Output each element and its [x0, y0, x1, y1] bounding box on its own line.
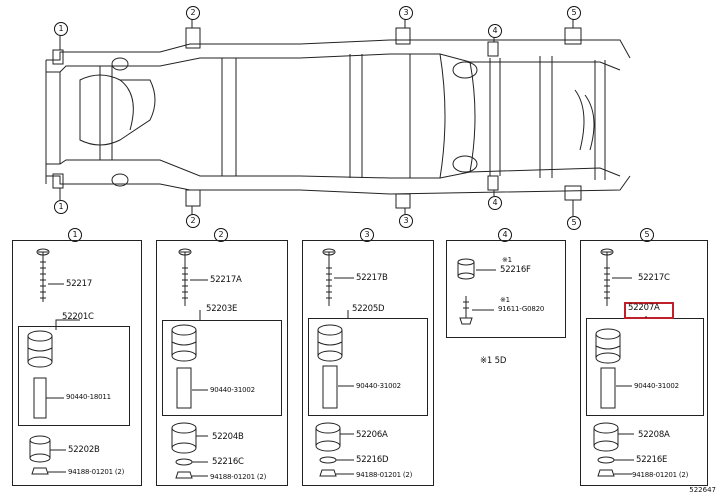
panel-3-number: 3 — [360, 228, 374, 242]
lower-cushion-icon — [593, 422, 619, 434]
panel-4-cushion-mark: ※1 — [502, 256, 512, 264]
crossmember-5 — [539, 56, 553, 178]
crossmember-3 — [349, 54, 363, 178]
panel-5-washer-label: 52216E — [636, 455, 668, 465]
bolt-icon — [602, 251, 612, 306]
frame-lower-rail — [46, 159, 621, 179]
nut-icon — [597, 469, 615, 477]
callout-bottom-5: 5 — [567, 216, 581, 230]
panel-2-number: 2 — [214, 228, 228, 242]
panel-5-lower-label: 52208A — [638, 430, 670, 440]
panel-2 — [156, 240, 288, 486]
crossmember-2 — [221, 58, 237, 176]
callout-top-5: 5 — [567, 6, 581, 20]
panel-5-nut-label: 94188-01201 (2) — [632, 471, 689, 479]
diagram-id: 522647 — [689, 486, 716, 494]
panel-2-group-label: 52203E — [206, 304, 238, 314]
panel-3-sleeve-label: 90440-31002 — [356, 382, 401, 390]
panel-4-cushion-label: 52216F — [500, 265, 531, 275]
callout-top-2: 2 — [186, 6, 200, 20]
panel-1-sleeve-label: 90440-18011 — [66, 393, 111, 401]
panel-5-sleeve-label: 90440-31002 — [634, 382, 679, 390]
panel-1-number: 1 — [68, 228, 82, 242]
sleeve-icon — [600, 367, 616, 409]
nut-icon — [319, 469, 337, 477]
panel-3-lower-label: 52206A — [356, 430, 388, 440]
callout-top-4: 4 — [488, 24, 502, 38]
washer-icon — [597, 456, 615, 464]
callout-bottom-4: 4 — [488, 196, 502, 210]
panel-4-bolt-label: 91611-G0820 — [498, 305, 545, 313]
panel-1-group-box — [18, 326, 130, 426]
bolt-icon — [180, 251, 190, 306]
panel-2-lower-label: 52204B — [212, 432, 244, 442]
panel-1-bolt-label: 52217 — [66, 279, 93, 289]
bolt-icon — [38, 251, 48, 302]
panel-3-group-box — [308, 318, 428, 416]
panel-4-number: 4 — [498, 228, 512, 242]
callout-bottom-1: 1 — [54, 200, 68, 214]
panel-1-nut-label: 94188-01201 (2) — [68, 468, 125, 476]
nut-icon — [175, 471, 193, 479]
panel-2-washer-label: 52216C — [212, 457, 244, 467]
callout-bottom-2: 2 — [186, 214, 200, 228]
panel-1-group-label: 52201C — [62, 312, 94, 322]
panel-5-number: 5 — [640, 228, 654, 242]
panel-5-bolt-label: 52217C — [638, 273, 670, 283]
crossmember-4 — [439, 53, 476, 179]
panel-1 — [12, 240, 142, 486]
panel-5 — [580, 240, 708, 486]
nut-icon — [31, 467, 49, 475]
crossmember-1 — [99, 66, 113, 160]
panel-5-group-label: 52207A — [628, 303, 660, 313]
panel-3-washer-label: 52216D — [356, 455, 389, 465]
panel-3-nut-label: 94188-01201 (2) — [356, 471, 413, 479]
sleeve-icon — [176, 367, 192, 409]
panel-2-sleeve-label: 90440-31002 — [210, 386, 255, 394]
cushion-icon — [595, 328, 621, 340]
sleeve-icon — [322, 365, 338, 409]
panel-4 — [446, 240, 566, 338]
frame-upper-rail — [46, 39, 631, 61]
panel-4-footnote: ※1 5D — [480, 356, 507, 366]
panel-2-group-box — [162, 320, 282, 416]
callout-top-1: 1 — [54, 22, 68, 36]
panel-2-nut-label: 94188-01201 (2) — [210, 473, 267, 481]
panel-3 — [302, 240, 434, 486]
panel-1-lower-label: 52202B — [68, 445, 100, 455]
bolt-icon — [459, 296, 473, 325]
panel-3-group-label: 52205D — [352, 304, 385, 314]
panel-4-bolt-mark: ※1 — [500, 296, 510, 304]
panel-2-bolt-label: 52217A — [210, 275, 242, 285]
panel-5-highlight — [624, 302, 674, 319]
callout-top-3: 3 — [399, 6, 413, 20]
callout-bottom-3: 3 — [399, 214, 413, 228]
panel-3-bolt-label: 52217B — [356, 273, 388, 283]
bolt-icon — [324, 251, 334, 306]
